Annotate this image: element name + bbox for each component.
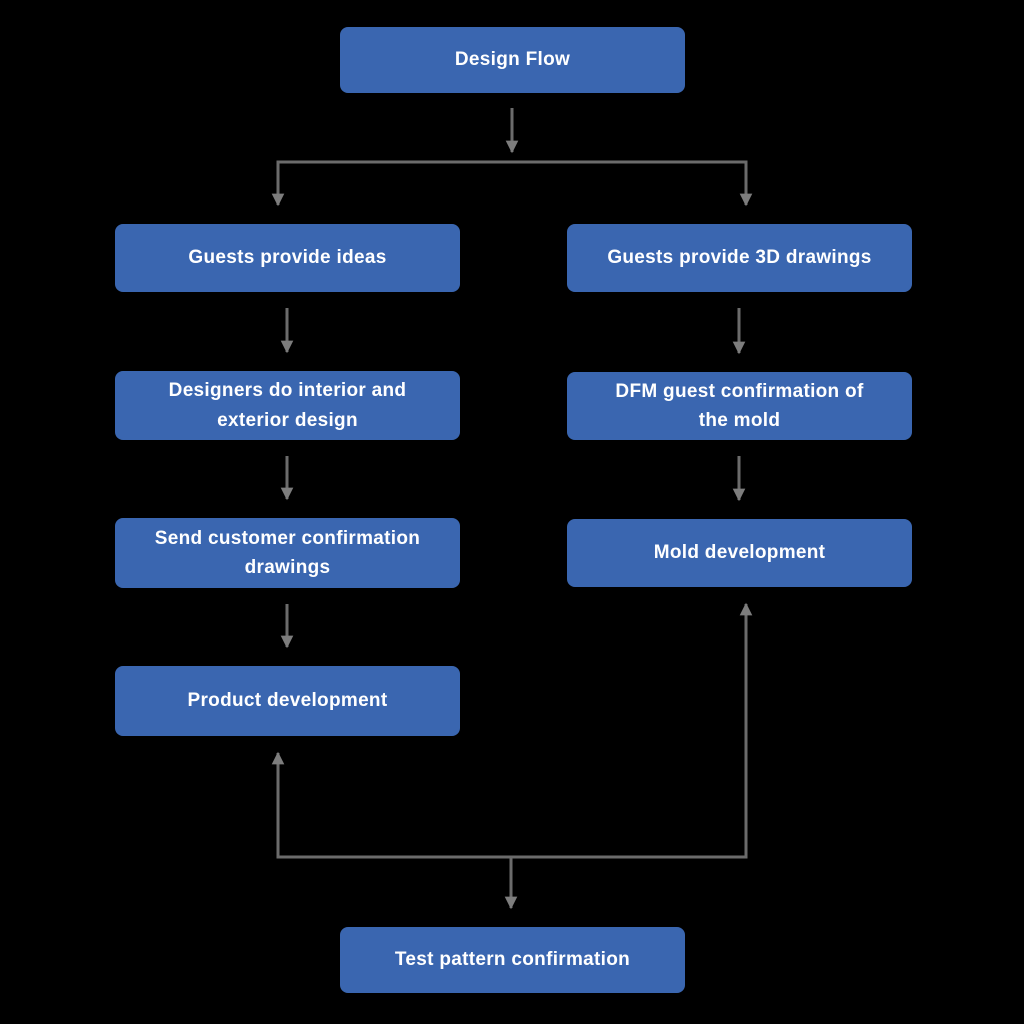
- node-designers-do-design: Designers do interior and exterior desig…: [115, 371, 460, 440]
- node-design-flow: Design Flow: [340, 27, 685, 93]
- node-send-confirmation-drawings: Send customer confirmation drawings: [115, 518, 460, 588]
- node-guests-provide-3d-drawings-label: Guests provide 3D drawings: [607, 247, 872, 269]
- node-test-pattern-confirmation-label: Test pattern confirmation: [394, 949, 631, 971]
- node-send-confirmation-drawings-label: Send customer confirmation drawings: [154, 527, 421, 578]
- node-dfm-guest-confirmation-label: DFM guest confirmation of the mold: [615, 380, 864, 431]
- node-product-development-label: Product development: [187, 690, 388, 712]
- node-product-development: Product development: [115, 666, 460, 736]
- edge-feedback-molddev: [511, 602, 753, 859]
- node-guests-provide-ideas: Guests provide ideas: [115, 224, 460, 292]
- node-test-pattern-confirmation: Test pattern confirmation: [340, 927, 685, 993]
- edge-split-left: [271, 160, 512, 207]
- node-guests-provide-ideas-label: Guests provide ideas: [188, 247, 387, 269]
- edge-feedback-productdev: [271, 751, 511, 859]
- node-guests-provide-3d-drawings: Guests provide 3D drawings: [567, 224, 912, 292]
- node-designers-do-design-label: Designers do interior and exterior desig…: [168, 380, 407, 431]
- node-mold-development-label: Mold development: [653, 542, 826, 564]
- edge-split-right: [512, 160, 753, 207]
- node-dfm-guest-confirmation: DFM guest confirmation of the mold: [567, 372, 912, 440]
- node-design-flow-label: Design Flow: [454, 49, 571, 71]
- node-mold-development: Mold development: [567, 519, 912, 587]
